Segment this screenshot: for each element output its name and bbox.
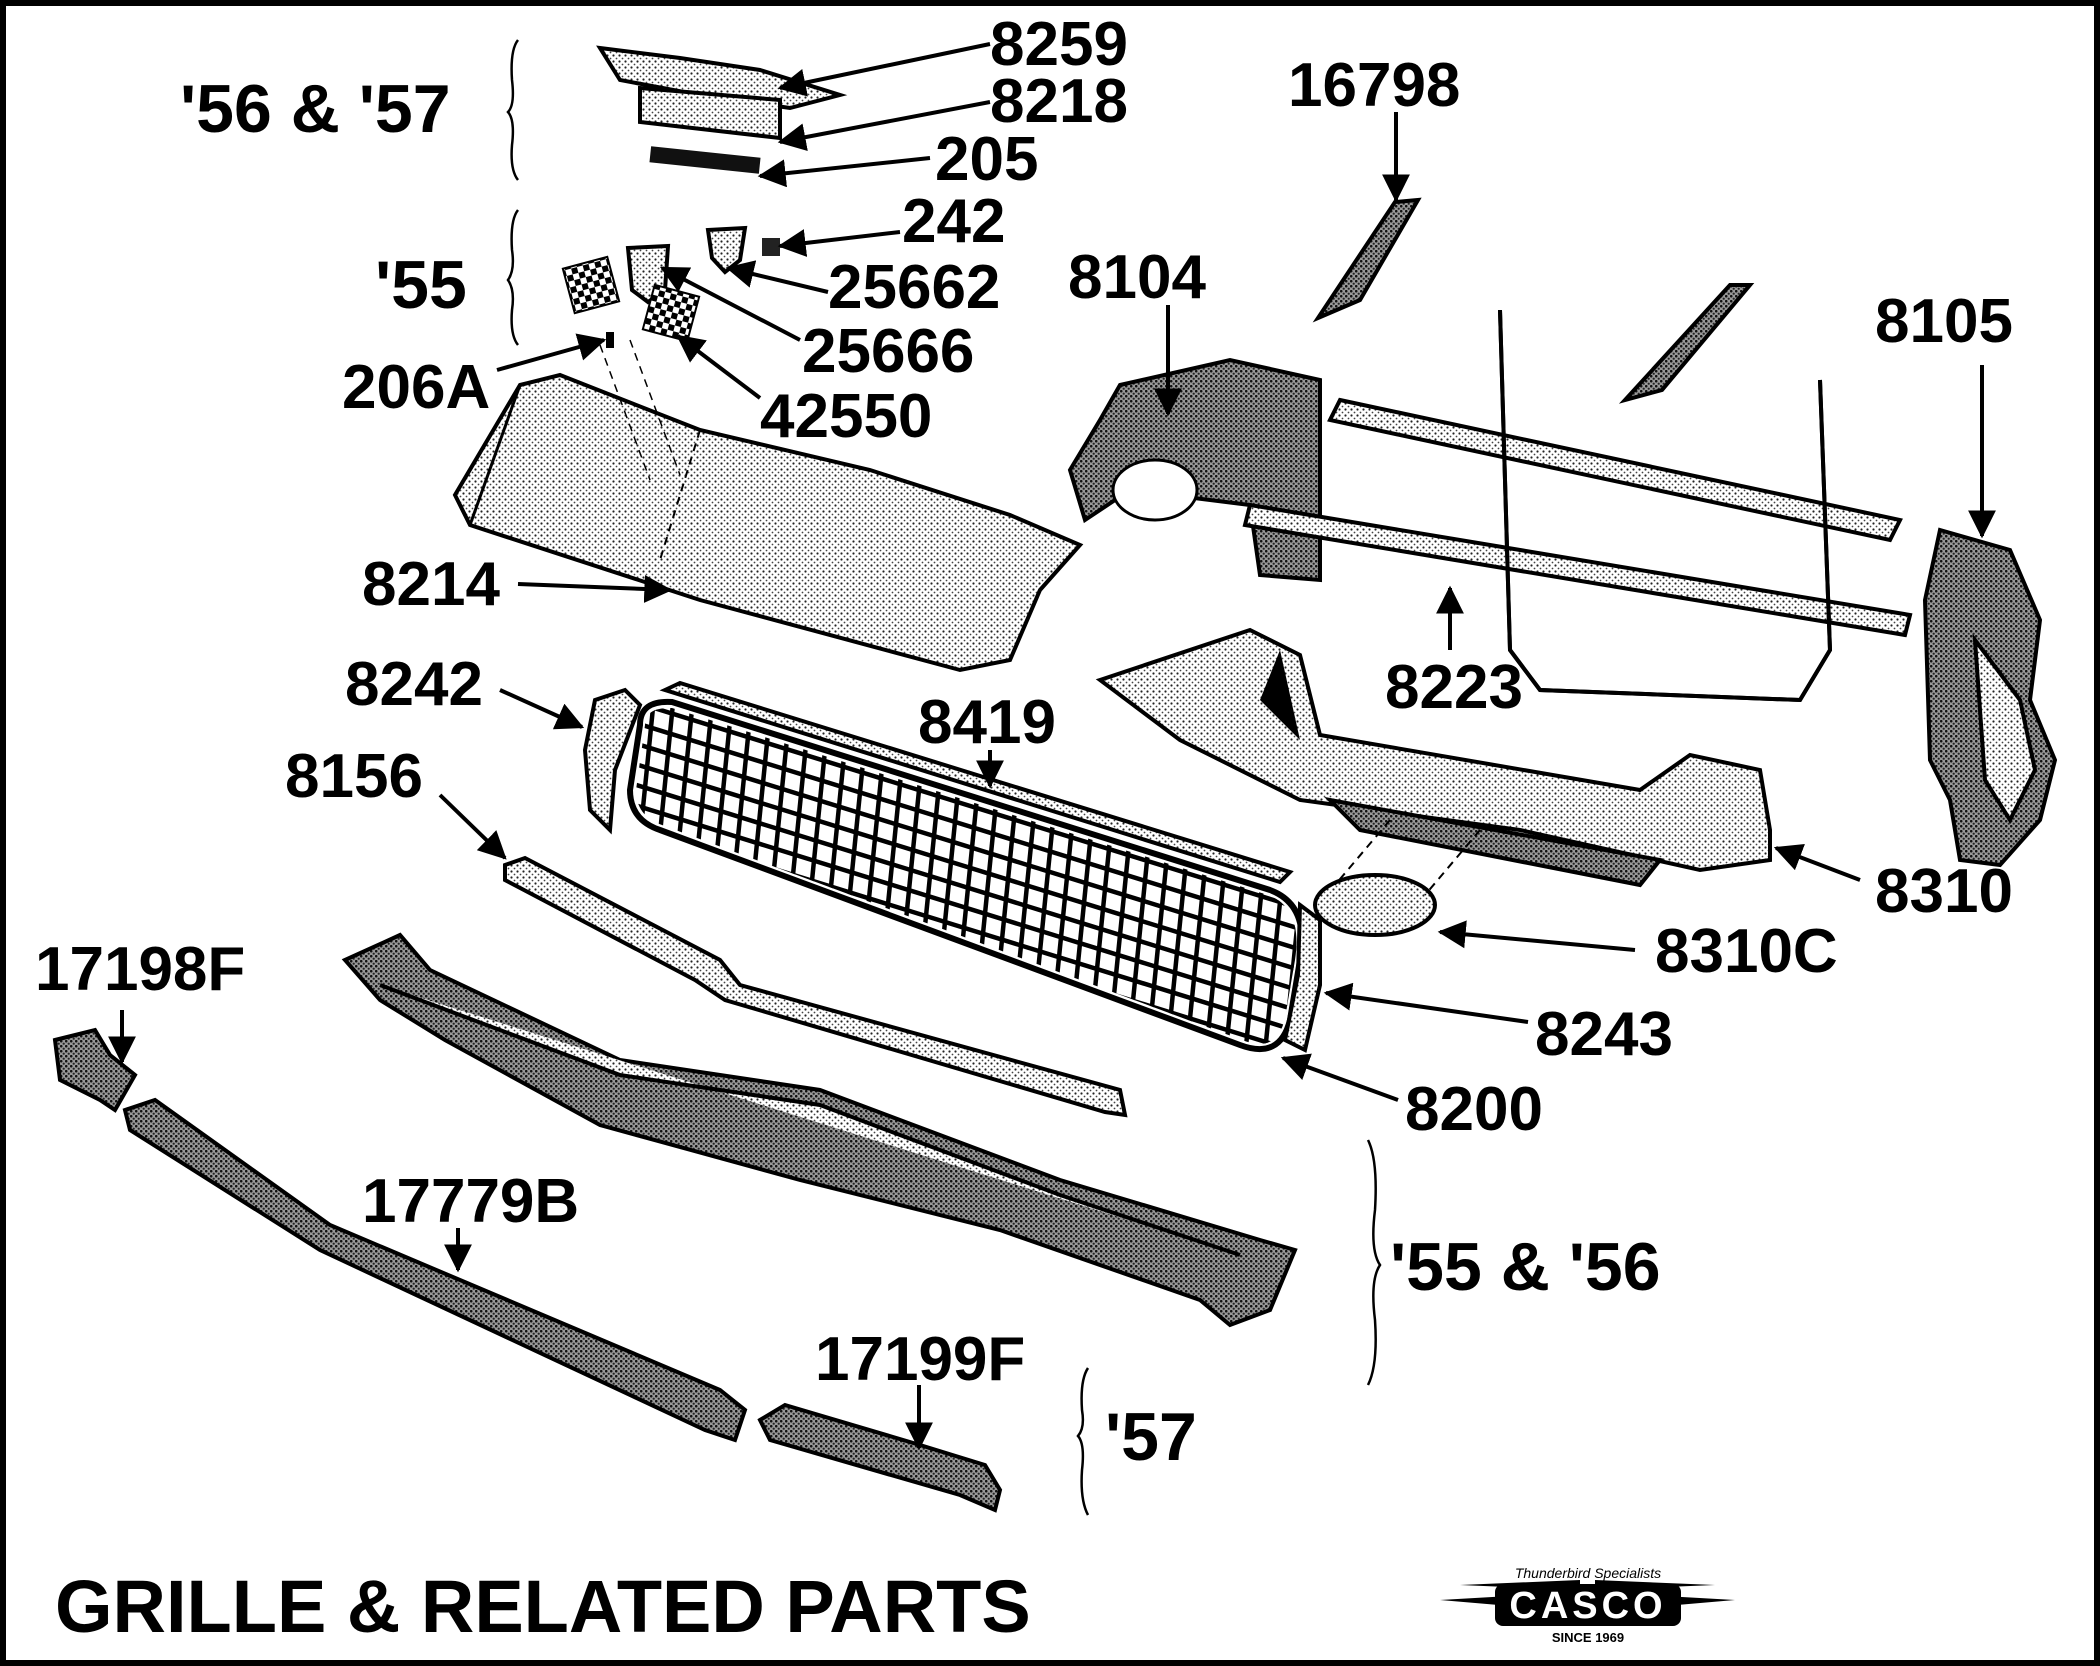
grille-mesh-line [636, 707, 717, 1044]
part-number-17779B: 17779B [362, 1167, 579, 1236]
bumper-17779B [341, 932, 1298, 1328]
part-number-8214: 8214 [362, 550, 500, 619]
grille-mesh-line [669, 707, 755, 1044]
splash-8310 [1095, 627, 1772, 888]
support-8223 [1242, 309, 1913, 703]
leader-lines [108, 42, 1996, 1451]
grille-mesh-line [821, 744, 907, 1044]
grille-mesh-line [636, 707, 679, 1044]
grille-mesh-line [636, 707, 660, 1044]
plate-205 [649, 146, 761, 174]
part-number-8156: 8156 [285, 742, 423, 811]
grille-mesh-line [954, 785, 1040, 1044]
cover-8310C [1313, 873, 1437, 937]
grille-mesh-line [1049, 814, 1135, 1044]
part-number-16798: 16798 [1288, 51, 1460, 120]
bracket-17198F [52, 1027, 138, 1113]
molding-8156 [503, 855, 1128, 1118]
part-number-17198F: 17198F [35, 935, 245, 1004]
grille-mesh-line [707, 708, 793, 1044]
part-number-8259: 8259 [990, 10, 1128, 79]
diagram-title: GRILLE & RELATED PARTS [55, 1565, 1031, 1648]
part-number-8310: 8310 [1875, 857, 2013, 926]
grille-mesh-line [878, 761, 964, 1044]
part-number-8243: 8243 [1535, 1000, 1673, 1069]
clip-242 [762, 238, 780, 256]
part-number-8218: 8218 [990, 67, 1128, 136]
part-206A [606, 332, 614, 348]
logo-tagline: Thunderbird Specialists [1515, 1565, 1661, 1581]
grille-mesh-line [1201, 861, 1287, 1044]
grille-mesh-line [897, 767, 983, 1044]
grille-mesh-line [726, 714, 812, 1044]
part-number-8242: 8242 [345, 650, 483, 719]
logo-since: SINCE 1969 [1552, 1630, 1624, 1645]
grille-mesh-line [802, 738, 888, 1044]
brace-5657 [506, 39, 520, 181]
year-label-55: '55 [375, 247, 467, 323]
year-label-56-57: '56 & '57 [180, 71, 451, 147]
grille-mesh-line [688, 707, 774, 1044]
part-number-8223: 8223 [1385, 653, 1523, 722]
part-number-205: 205 [935, 125, 1038, 194]
pan-17779B [122, 1097, 748, 1443]
logo-brand: CASCO [1509, 1585, 1666, 1627]
grille-mesh-line [764, 726, 850, 1044]
bracket-17199F [757, 1402, 1003, 1513]
grille-mesh-line [636, 707, 698, 1044]
grille-end-8242 [582, 687, 643, 835]
grille-mesh-line [1144, 844, 1230, 1044]
grille-mesh-line [992, 797, 1078, 1044]
part-number-8419: 8419 [918, 688, 1056, 757]
brace-5556 [1366, 1139, 1382, 1386]
hood-8214 [452, 339, 1084, 673]
part-number-8310C: 8310C [1655, 917, 1838, 986]
grille-mesh-line [1125, 838, 1211, 1044]
grille-mesh-line [1068, 820, 1154, 1044]
grille-mesh-line [935, 779, 1021, 1044]
support-8104 [1067, 357, 1322, 583]
grille-mesh-line [1163, 850, 1249, 1044]
grille-mesh-line [745, 720, 831, 1044]
grille-end-8243 [1282, 901, 1322, 1053]
grille-mesh-line [650, 707, 736, 1044]
part-number-242: 242 [902, 187, 1005, 256]
grille-mesh-line [1182, 855, 1268, 1044]
grille-mesh-line [1011, 802, 1097, 1044]
grille-mesh-line [973, 791, 1059, 1044]
flag-42550-left [561, 255, 621, 315]
emblem-8259 [596, 45, 848, 141]
grille-mesh-line [916, 773, 1002, 1044]
part-number-206A: 206A [342, 353, 490, 422]
grille-mesh-line [859, 755, 945, 1044]
support-8105 [1922, 527, 2058, 868]
grille-mesh-line [1318, 897, 1398, 1666]
grille-mesh-line [783, 732, 869, 1044]
year-label-57: '57 [1105, 1399, 1197, 1475]
part-number-25666: 25666 [802, 317, 974, 386]
part-number-25662: 25662 [828, 253, 1000, 322]
brace-57 [1076, 1367, 1090, 1516]
bracket-25662 [705, 225, 748, 275]
year-label-55-56: '55 & '56 [1390, 1229, 1661, 1305]
grille-mesh-line [1030, 808, 1116, 1044]
part-number-8104: 8104 [1068, 243, 1206, 312]
grille-mesh-line [840, 749, 926, 1044]
part-number-42550: 42550 [760, 382, 932, 451]
casco-logo: CASCO Thunderbird Specialists SINCE 1969 [1440, 1565, 1735, 1645]
part-number-8200: 8200 [1405, 1075, 1543, 1144]
bracket-16798 [1312, 197, 1755, 404]
part-number-8105: 8105 [1875, 287, 2013, 356]
grille-mesh-line [1106, 832, 1192, 1044]
brace-55 [506, 209, 520, 346]
part-number-17199F: 17199F [815, 1325, 1025, 1394]
grille-mesh-line [1087, 826, 1173, 1044]
